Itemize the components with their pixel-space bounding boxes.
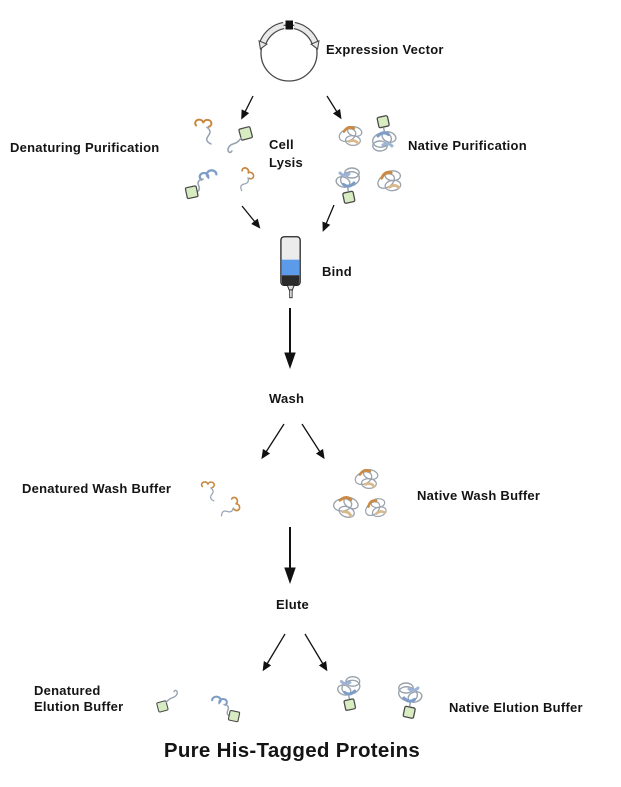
label-bind: Bind (322, 264, 352, 279)
label-wash: Wash (269, 391, 305, 406)
label-native-purification: Native Purification (408, 138, 527, 153)
label-denaturing-purification: Denaturing Purification (10, 140, 160, 155)
label-native-wash-buffer: Native Wash Buffer (417, 488, 541, 503)
denatured-protein-icon (188, 112, 224, 148)
arrow-denaturing-to-column (241, 205, 261, 229)
label-native-elution-buffer: Native Elution Buffer (449, 700, 583, 715)
arrow-elute-to-native-elution (304, 633, 328, 672)
label-expression-vector: Expression Vector (326, 42, 444, 57)
diagram-title: Pure His-Tagged Proteins (163, 739, 421, 762)
arrow-vector-to-native (326, 95, 342, 120)
label-cell-lysis: Cell Lysis (269, 137, 304, 170)
arrow-wash-to-denatured-buffer (261, 423, 285, 460)
column-icon (277, 234, 305, 300)
label-denatured-elution-buffer: Denatured Elution Buffer (34, 683, 124, 714)
denatured-protein-tag-icon (202, 690, 246, 724)
arrow-wash-to-native-buffer (301, 423, 325, 460)
native-protein-tag-icon (384, 676, 436, 720)
arrow-native-to-column (322, 204, 335, 232)
denatured-protein-tag-icon (220, 120, 258, 162)
denatured-protein-tag-icon (182, 160, 224, 204)
label-denatured-wash-buffer: Denatured Wash Buffer (22, 481, 172, 496)
denatured-protein-tag-icon (150, 684, 186, 716)
native-protein-tag-icon (364, 112, 404, 160)
label-elute: Elute (276, 597, 310, 612)
arrow-vector-to-denaturing (241, 95, 254, 120)
plasmid-icon (256, 17, 322, 85)
arrow-elute-to-denatured-elution (262, 633, 286, 672)
native-protein-tag-icon (328, 158, 368, 208)
native-protein-tag-icon (326, 670, 372, 712)
